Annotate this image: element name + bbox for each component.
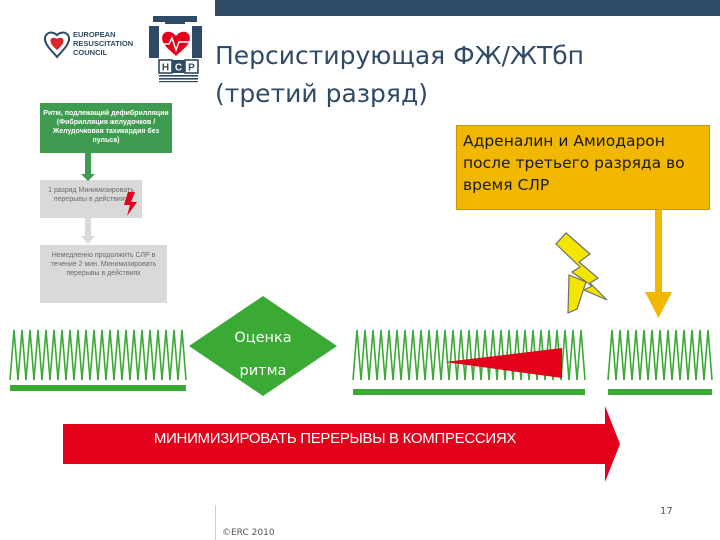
header-bar bbox=[215, 0, 720, 16]
erc-logo bbox=[44, 31, 70, 59]
title-line-1: Персистирующая ФЖ/ЖТбп bbox=[215, 41, 584, 70]
rhythm-check-diamond bbox=[189, 296, 337, 396]
flowchart-box-resume-cpr: Немедленно продолжить СЛР в течение 2 ми… bbox=[40, 245, 167, 303]
lightning-bolt-icon bbox=[124, 192, 137, 216]
flowchart-box-shock: 1 разряд Минимизировать перерывы в дейст… bbox=[40, 180, 142, 218]
compressions-segment-3 bbox=[607, 329, 713, 395]
page-number: 17 bbox=[660, 506, 673, 517]
minimize-interruptions-label: МИНИМИЗИРОВАТЬ ПЕРЕРЫВЫ В КОМПРЕССИЯХ bbox=[153, 430, 517, 447]
page-title: Персистирующая ФЖ/ЖТбп (третий разряд) bbox=[215, 37, 584, 113]
minimize-interruptions-arrow bbox=[63, 406, 620, 482]
heart-icon bbox=[44, 31, 70, 59]
flowchart-connectors bbox=[81, 153, 137, 244]
footer-divider bbox=[215, 505, 216, 540]
flowchart-box-shockable-rhythm: Ритм, подлежащий дефибрилляции (Фибрилля… bbox=[40, 103, 172, 153]
rhythm-check-label: Оценка ритма bbox=[234, 330, 292, 379]
drug-note-box: Адреналин и Амиодарон после третьего раз… bbox=[456, 125, 710, 210]
down-arrow-icon bbox=[645, 210, 672, 318]
compressions-segment-1 bbox=[9, 329, 187, 391]
ncp-logo: Н С Р bbox=[149, 16, 202, 83]
svg-text:Н: Н bbox=[162, 63, 169, 74]
pulse-icon bbox=[161, 36, 191, 53]
lightning-bolt-icon bbox=[555, 232, 608, 301]
lightning-bolt-tail-icon bbox=[567, 274, 587, 314]
logo-top-bar bbox=[153, 16, 197, 24]
compression-interruption-wedge bbox=[445, 348, 562, 378]
title-line-2: (третий разряд) bbox=[215, 79, 429, 108]
svg-text:С: С bbox=[175, 63, 182, 74]
heart-icon bbox=[162, 31, 190, 56]
svg-text:Р: Р bbox=[188, 63, 195, 74]
copyright-text: ©ERC 2010 bbox=[222, 528, 275, 538]
erc-logo-text: EUROPEAN RESUSCITATION COUNCIL bbox=[73, 30, 134, 57]
